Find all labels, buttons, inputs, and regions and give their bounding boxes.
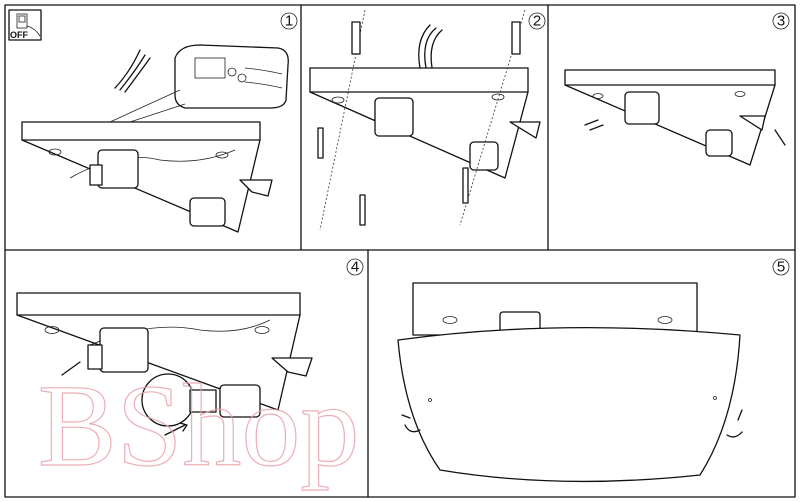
svg-text:5: 5: [777, 259, 785, 276]
step-4-illustration: [16, 292, 313, 436]
svg-text:2: 2: [533, 13, 541, 30]
power-switch-off-icon: OFF: [8, 9, 42, 41]
step-5-illustration: [397, 282, 743, 483]
step-2-illustration: [309, 9, 541, 231]
panel-borders: [4, 4, 796, 498]
watermark: BShop: [38, 360, 359, 491]
step-5-number: 5: [772, 259, 790, 276]
step-2-number: 2: [528, 13, 546, 30]
step-3-illustration: [564, 69, 786, 166]
svg-text:1: 1: [285, 13, 293, 30]
svg-text:3: 3: [777, 13, 785, 30]
step-1-number: 1: [280, 13, 298, 30]
svg-text:4: 4: [351, 259, 359, 276]
step-3-number: 3: [772, 13, 790, 30]
step-1-illustration: [21, 44, 289, 233]
svg-text:OFF: OFF: [10, 30, 28, 40]
step-4-number: 4: [346, 259, 364, 276]
